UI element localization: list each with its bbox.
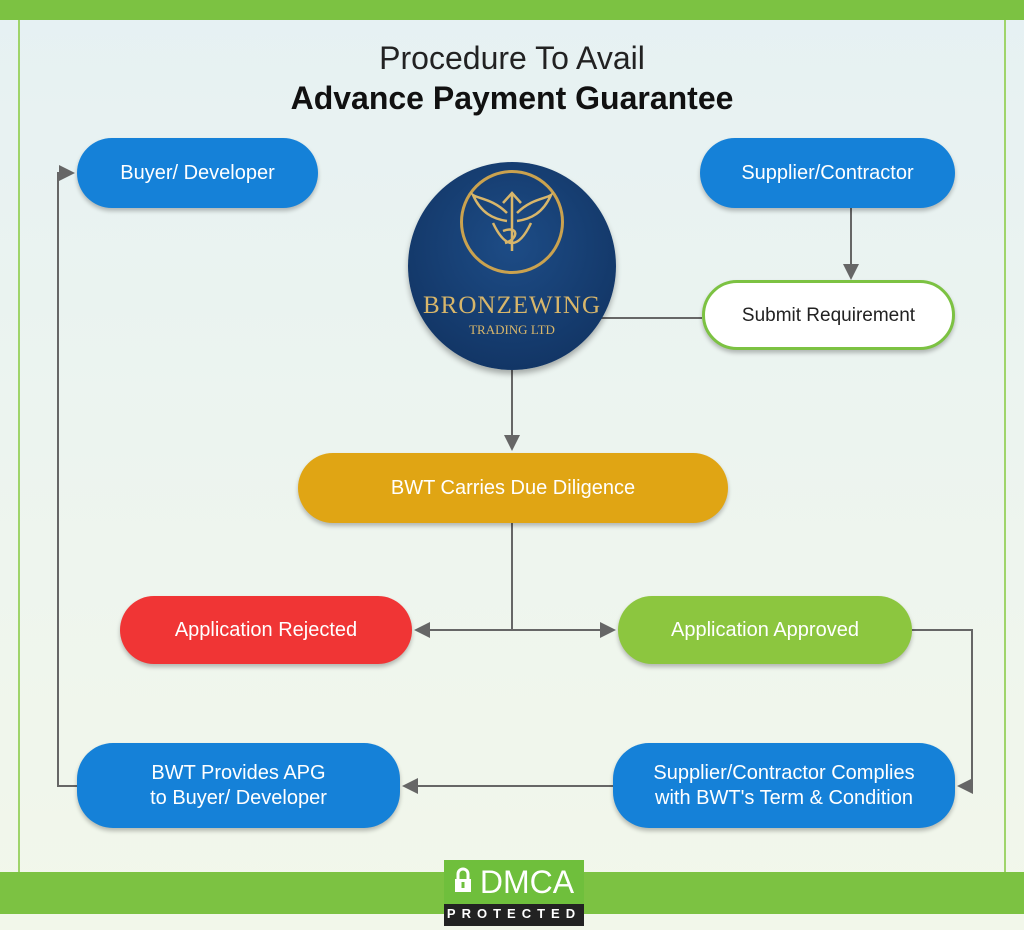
node-submit-requirement: Submit Requirement (702, 280, 955, 350)
bronzewing-logo: BRONZEWING TRADING LTD (408, 162, 616, 370)
lock-icon (454, 864, 472, 901)
node-application-approved: Application Approved (618, 596, 912, 664)
top-bar (0, 0, 1024, 20)
provides-line-2: to Buyer/ Developer (150, 786, 327, 809)
left-border (18, 20, 20, 872)
approved-to-complies (912, 629, 973, 794)
right-border (1004, 20, 1006, 872)
provides-line-1: BWT Provides APG (151, 761, 326, 784)
logo-name: BRONZEWING (422, 292, 602, 319)
title-line-2: Advance Payment Guarantee (290, 80, 734, 116)
node-supplier-complies: Supplier/Contractor Complies with BWT's … (613, 743, 955, 828)
node-application-rejected: Application Rejected (120, 596, 412, 664)
dmca-badge[interactable]: DMCA PROTECTED (444, 860, 584, 926)
dmca-label: DMCA (479, 863, 575, 900)
winged-emblem-icon (460, 170, 564, 274)
node-due-diligence: BWT Carries Due Diligence (298, 453, 728, 523)
node-bwt-provides-apg: BWT Provides APG to Buyer/ Developer (77, 743, 400, 828)
node-supplier: Supplier/Contractor (700, 138, 955, 208)
logo-subtitle: TRADING LTD (469, 322, 555, 337)
provides-to-buyer (57, 165, 77, 787)
node-buyer: Buyer/ Developer (77, 138, 318, 208)
complies-line-2: with BWT's Term & Condition (655, 786, 913, 809)
title-line-1: Procedure To Avail (379, 40, 645, 76)
complies-line-1: Supplier/Contractor Complies (653, 761, 915, 784)
dmca-sub: PROTECTED (446, 906, 582, 921)
